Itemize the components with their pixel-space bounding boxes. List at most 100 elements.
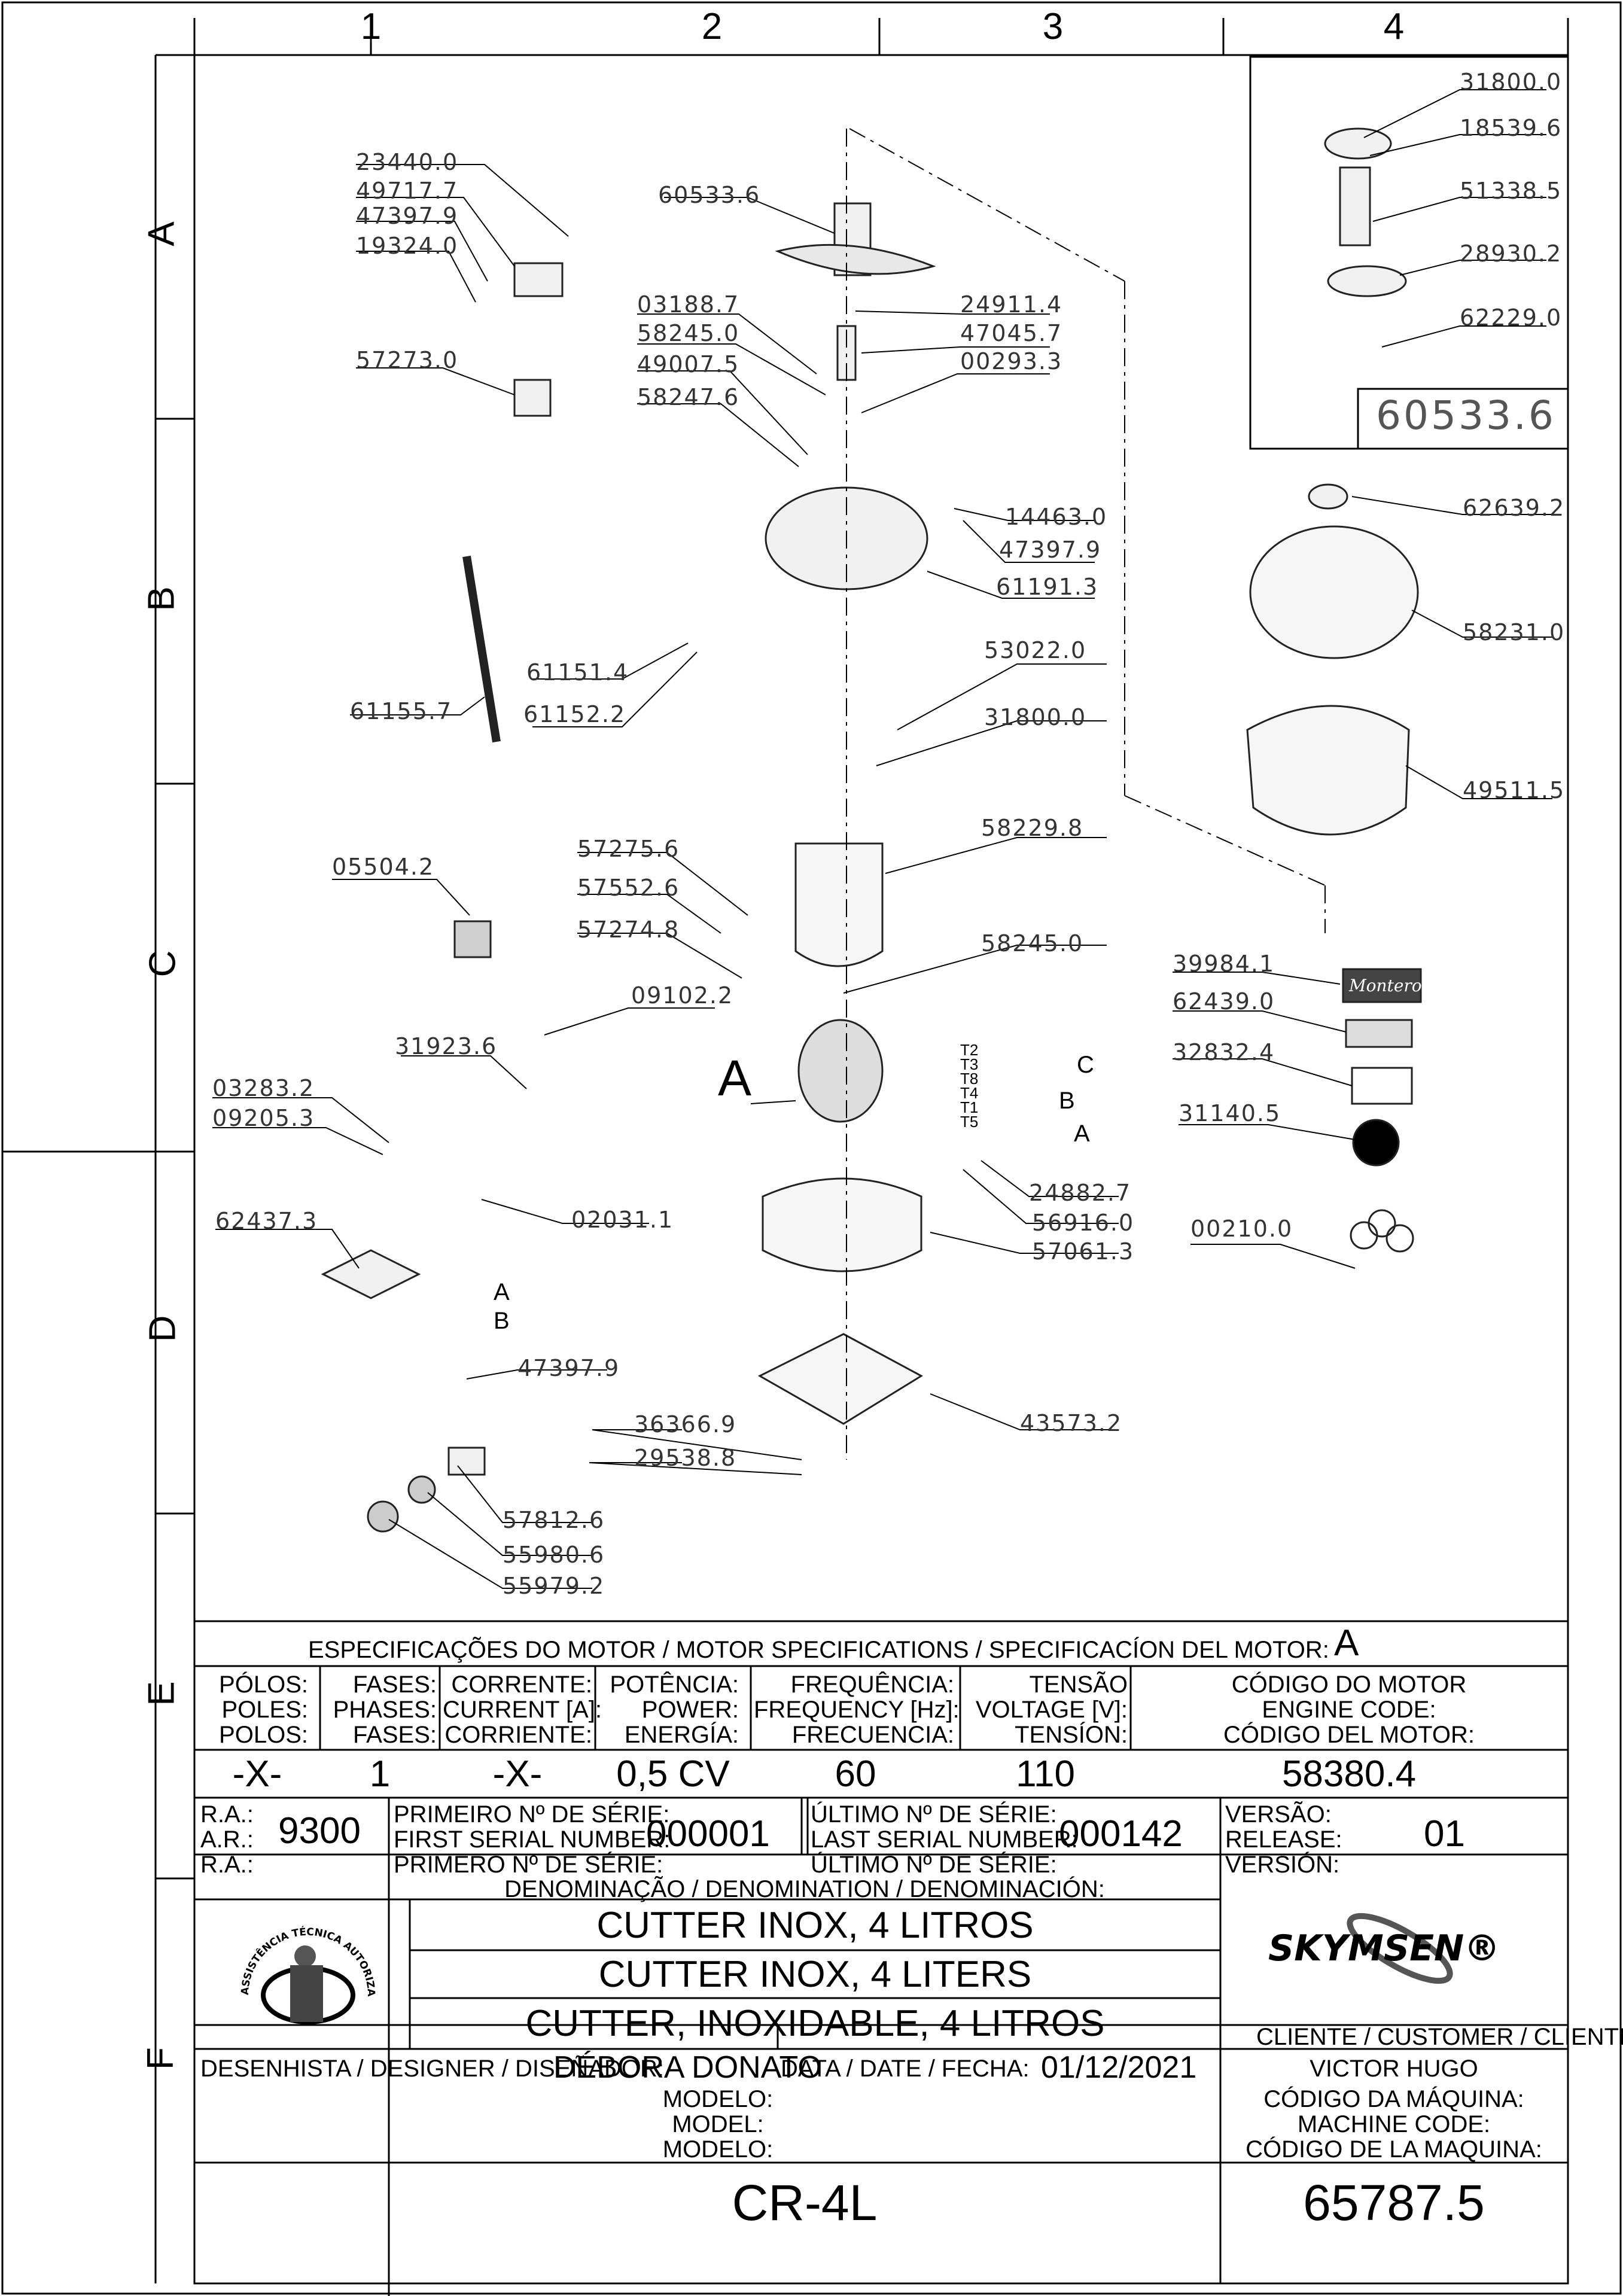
part-label: 61152.2 xyxy=(523,701,626,727)
svg-text:SKYMSEN®: SKYMSEN® xyxy=(1268,1927,1500,1969)
machine-code-label: CÓDIGO DA MÁQUINA:MACHINE CODE:CÓDIGO DE… xyxy=(1246,2086,1542,2163)
spec-poles-label: PÓLOS:POLES:POLOS: xyxy=(219,1671,308,1748)
part-label: 43573.2 xyxy=(1020,1410,1123,1436)
exploded-view-parts xyxy=(321,127,1422,1533)
part-label: 53022.0 xyxy=(984,637,1087,663)
terminal-label: T4 xyxy=(960,1084,979,1102)
part-label: 57061.3 xyxy=(1032,1238,1135,1265)
part-label: 31800.0 xyxy=(984,704,1087,730)
part-label: 09205.3 xyxy=(212,1105,315,1131)
designer-label: DESENHISTA / DESIGNER / DISEÑADOR: xyxy=(200,2056,664,2082)
authorized-service-seal: ASSISTÊNCIA TÉCNICA AUTORIZADA xyxy=(227,1905,377,2024)
ra-value: 9300 xyxy=(278,1810,361,1852)
skymsen-logo: SKYMSEN® xyxy=(1268,1913,1500,1984)
part-label: 55980.6 xyxy=(503,1542,605,1568)
part-label: 03283.2 xyxy=(212,1075,315,1101)
part-label: 03188.7 xyxy=(637,291,740,318)
part-label: 31923.6 xyxy=(395,1033,498,1059)
part-label: 62437.3 xyxy=(215,1208,318,1234)
wire-group-label: A xyxy=(1074,1120,1090,1147)
spec-engine-code-value: 58380.4 xyxy=(1281,1753,1417,1795)
part-label: 28930.2 xyxy=(1460,240,1563,267)
part-label: 57273.0 xyxy=(356,347,459,373)
grid-row-f: F xyxy=(139,2047,181,2070)
part-label: 49511.5 xyxy=(1463,777,1566,803)
terminal-label: T2 xyxy=(960,1041,979,1059)
wire-group-label: C xyxy=(1077,1052,1094,1078)
last-serial-value: 000142 xyxy=(1059,1813,1183,1855)
part-label: 62229.0 xyxy=(1460,304,1563,331)
part-label: 14463.0 xyxy=(1005,504,1108,530)
denomination-line-en: CUTTER INOX, 4 LITERS xyxy=(598,1954,1032,1995)
specs-header-value: A xyxy=(1334,1622,1359,1664)
part-label: 47397.9 xyxy=(356,203,459,229)
board-wire-label: B xyxy=(494,1308,510,1334)
grid-row-b: B xyxy=(141,586,182,611)
part-label: 31800.0 xyxy=(1460,69,1563,95)
part-label: 61151.4 xyxy=(526,659,629,686)
spec-phases-value: 1 xyxy=(369,1753,391,1795)
grid-col-1: 1 xyxy=(360,6,382,47)
part-label: 49717.7 xyxy=(356,178,459,204)
part-label: 29538.8 xyxy=(634,1445,737,1471)
part-label: 56916.0 xyxy=(1032,1210,1135,1236)
part-label: 24882.7 xyxy=(1029,1180,1132,1206)
part-label: 02031.1 xyxy=(571,1207,674,1233)
terminal-label: T5 xyxy=(960,1113,979,1131)
version-value: 01 xyxy=(1424,1813,1465,1855)
motor-callout: A xyxy=(718,1050,752,1106)
part-label: 61155.7 xyxy=(350,698,453,724)
leader-lines xyxy=(212,89,1552,1589)
grid-col-3: 3 xyxy=(1042,6,1064,47)
grid-row-c: C xyxy=(142,950,184,978)
detail-box-code: 60533.6 xyxy=(1376,392,1556,439)
part-label: 36366.9 xyxy=(634,1411,737,1438)
part-label: 58231.0 xyxy=(1463,619,1566,645)
part-label: 24911.4 xyxy=(960,291,1063,318)
part-label: 57275.6 xyxy=(577,836,680,862)
part-label: 31140.5 xyxy=(1179,1100,1281,1126)
center-axis-lines xyxy=(846,128,1326,1460)
part-label: 58247.6 xyxy=(637,384,740,410)
part-label: 00210.0 xyxy=(1190,1216,1293,1242)
terminal-label: T8 xyxy=(960,1070,979,1088)
part-label: 51338.5 xyxy=(1460,178,1563,204)
part-label: 18539.6 xyxy=(1460,115,1563,141)
date-value: 01/12/2021 xyxy=(1041,2050,1197,2085)
spec-power-label: POTÊNCIA:POWER:ENERGÍA: xyxy=(610,1671,739,1748)
part-label: 19324.0 xyxy=(356,233,459,259)
part-label: 32832.4 xyxy=(1173,1039,1275,1065)
specs-header: ESPECIFICAÇÕES DO MOTOR / MOTOR SPECIFIC… xyxy=(308,1637,1329,1663)
part-label: 62639.2 xyxy=(1463,495,1566,521)
board-wire-label: A xyxy=(494,1279,510,1305)
part-label: 62439.0 xyxy=(1173,988,1275,1015)
montero-sticker: Montero xyxy=(1349,976,1422,995)
customer-label: CLIENTE / CUSTOMER / CLIENTE: xyxy=(1256,2024,1623,2050)
version-label: VERSÃO:RELEASE:VERSIÓN: xyxy=(1225,1801,1342,1878)
part-label: 47045.7 xyxy=(960,320,1063,346)
part-label: 57274.8 xyxy=(577,916,680,943)
date-label: DATA / DATE / FECHA: xyxy=(781,2056,1030,2082)
spec-voltage-value: 110 xyxy=(1016,1753,1075,1795)
part-label: 58229.8 xyxy=(981,815,1084,841)
grid-col-4: 4 xyxy=(1383,6,1405,47)
denomination-line-pt: CUTTER INOX, 4 LITROS xyxy=(596,1905,1034,1946)
part-label: 47397.9 xyxy=(517,1355,620,1381)
part-label: 47397.9 xyxy=(999,537,1102,563)
part-label: 23440.0 xyxy=(356,149,459,175)
grid-col-2: 2 xyxy=(701,6,723,47)
part-label: 58245.0 xyxy=(981,930,1084,957)
part-label: 09102.2 xyxy=(631,982,734,1009)
grid-row-e: E xyxy=(141,1681,182,1706)
customer-value: VICTOR HUGO xyxy=(1310,2056,1478,2082)
model-value: CR-4L xyxy=(732,2175,878,2231)
machine-code-value: 65787.5 xyxy=(1303,2175,1485,2231)
part-label: 57812.6 xyxy=(503,1507,605,1533)
last-serial-label: ÚLTIMO Nº DE SÉRIE:LAST SERIAL NUMBER:ÚL… xyxy=(811,1801,1078,1878)
part-label: 39984.1 xyxy=(1173,951,1275,977)
designer-value: DÉBORA DONATO xyxy=(553,2050,822,2085)
first-serial-label: PRIMEIRO Nº DE SÉRIE:FIRST SERIAL NUMBER… xyxy=(394,1801,671,1878)
spec-frequency-value: 60 xyxy=(835,1753,876,1795)
denomination-header: DENOMINAÇÃO / DENOMINATION / DENOMINACIÓ… xyxy=(504,1876,1105,1902)
